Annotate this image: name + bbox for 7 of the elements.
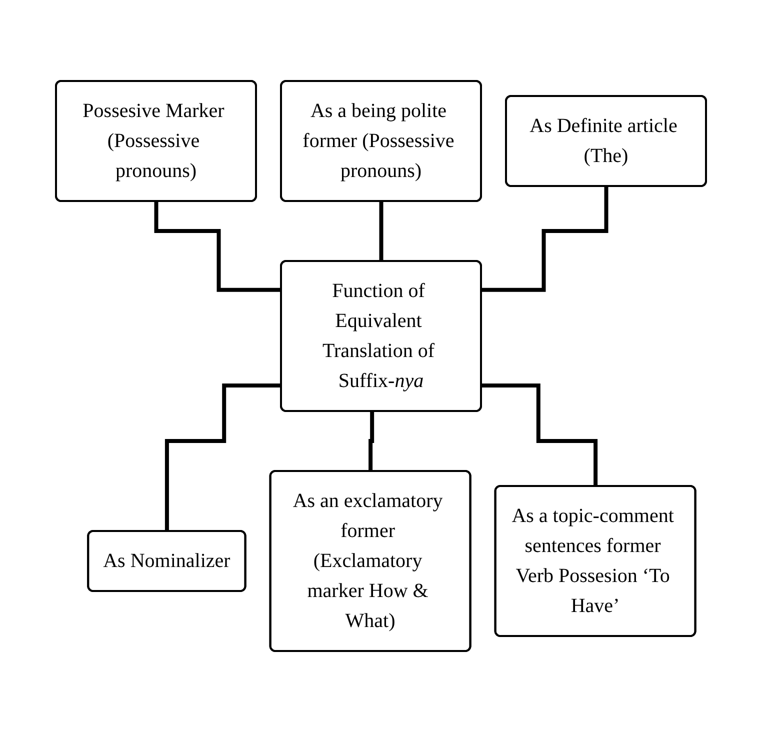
connector	[154, 199, 282, 292]
node-text: As a being polite former (Possessive pronouns)	[302, 100, 454, 182]
node-text: Possesive Marker (Possessive pronouns)	[82, 100, 224, 182]
connector	[368, 409, 374, 473]
connector	[379, 199, 384, 263]
connector	[482, 184, 608, 292]
node-text: Function of Equivalent Translation of Suffix-nya	[322, 280, 435, 392]
